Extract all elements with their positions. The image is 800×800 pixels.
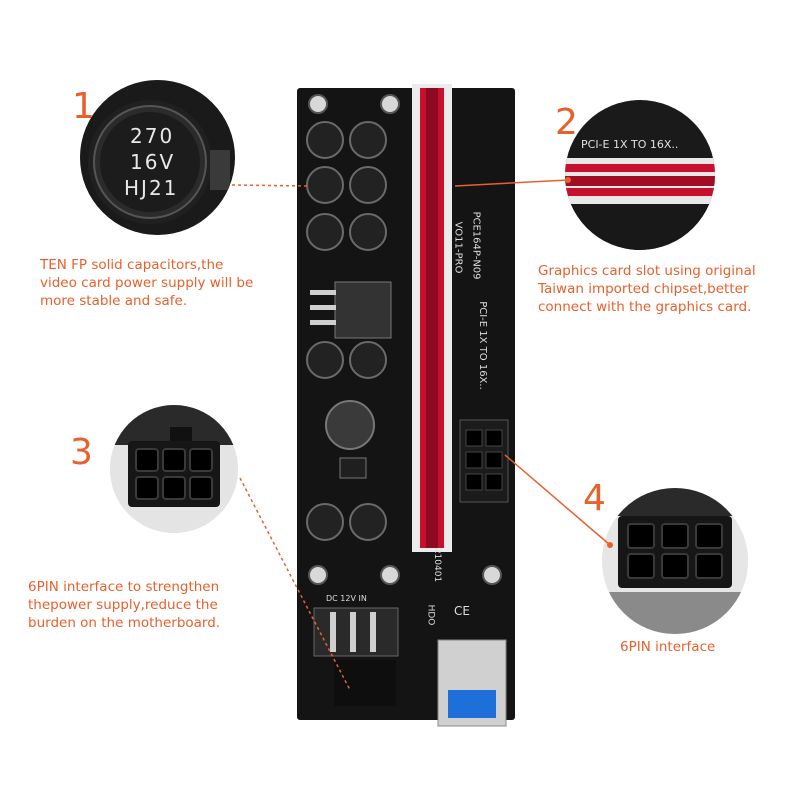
board-power-label: DC 12V IN [326,594,367,603]
board-slot-label: PCI-E 1X TO 16X.. [476,301,488,390]
callout-caption-2: Graphics card slot using original Taiwan… [538,263,756,315]
pcb-board [297,88,515,720]
board-silk-ldo: HDO [425,604,436,626]
callout-caption-1: TEN FP solid capacitors,the video card p… [40,257,254,309]
board-date-code: 210401 [432,547,443,583]
dc-connector-block [334,660,396,706]
callout-number-4: 4 [583,478,606,519]
zoom-lens-6pin-left [110,405,238,533]
mounting-holes [308,94,502,585]
leader-lines [231,179,611,691]
capacitor-value-label: 270 [130,124,175,148]
callout-caption-3: 6PIN interface to strengthen thepower su… [28,579,221,631]
board-version-label: VO11-PRO [452,221,464,274]
regulator-chip [339,457,367,479]
6pin-closeup-right [602,488,748,634]
board-ce-mark: CE [454,604,470,618]
slot-closeup [565,100,715,250]
board-model-label: PCE164P-N09 [470,211,482,280]
inductor [325,400,375,450]
zoom-lens-slot: PCI-E 1X TO 16X.. [565,100,715,250]
callout-caption-4: 6PIN interface [620,639,716,655]
slot-closeup-label: PCI-E 1X TO 16X.. [581,138,679,151]
zoom-lens-6pin-right [602,488,748,634]
capacitors [306,121,387,541]
zoom-lens-capacitor: 270 16V HJ21 [80,80,235,235]
capacitor-voltage-label: 16V [130,150,176,174]
6pin-closeup-left [110,405,238,533]
callout-number-3: 3 [70,432,93,473]
capacitor-closeup [80,80,235,235]
capacitor-code-label: HJ21 [124,176,179,200]
mosfet [334,281,392,339]
